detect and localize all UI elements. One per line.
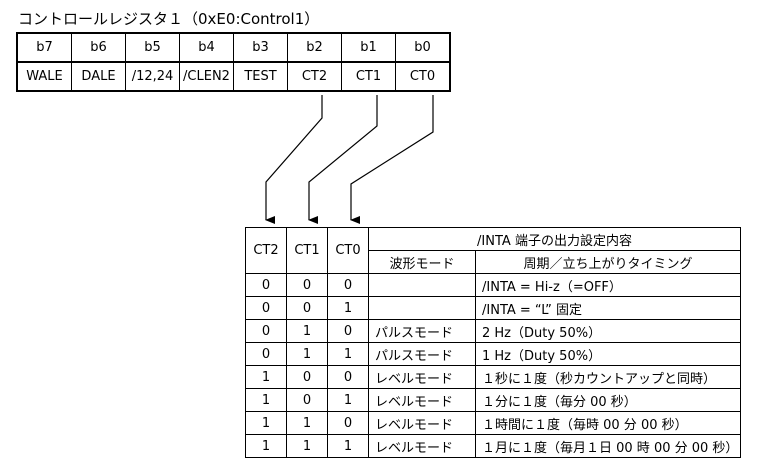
cell-ct2: 0 [245, 342, 287, 366]
cell-ct1: 1 [286, 319, 328, 343]
bit-b6: b6 [71, 32, 126, 63]
cell-ct2: 0 [245, 296, 287, 320]
table-row: 0 0 0 /INTA = Hi-z（=OFF） [245, 273, 741, 297]
cell-ct0: 0 [327, 365, 369, 389]
header-inta-output: /INTA 端子の出力設定内容 [368, 227, 741, 251]
table-row: 1 1 1 レベルモード １月に１度（毎月１日 00 時 00 分 00 秒） [245, 434, 741, 458]
bit-b1: b1 [341, 32, 396, 63]
header-period: 周期／立ち上がりタイミング [475, 250, 741, 274]
bit-name-dale: DALE [71, 61, 126, 92]
cell-mode: レベルモード [368, 411, 476, 435]
cell-desc: /INTA = “L” 固定 [475, 296, 741, 320]
cell-desc: １月に１度（毎月１日 00 時 00 分 00 秒） [475, 434, 741, 458]
cell-ct1: 0 [286, 296, 328, 320]
cell-ct2: 1 [245, 411, 287, 435]
register-bit-table: b7 b6 b5 b4 b3 b2 b1 b0 WALE DALE /12,24… [16, 32, 451, 92]
cell-ct2: 1 [245, 365, 287, 389]
cell-ct0: 1 [327, 434, 369, 458]
cell-desc: 2 Hz（Duty 50%） [475, 319, 741, 343]
bit-name-ct0: CT0 [395, 61, 451, 92]
cell-mode: パルスモード [368, 342, 476, 366]
cell-mode: レベルモード [368, 388, 476, 412]
cell-ct2: 0 [245, 319, 287, 343]
arrow-ct1 [308, 95, 378, 224]
cell-mode: レベルモード [368, 434, 476, 458]
cell-ct1: 1 [286, 411, 328, 435]
cell-ct0: 1 [327, 388, 369, 412]
bit-b4: b4 [179, 32, 234, 63]
table-row: 0 1 0 パルスモード 2 Hz（Duty 50%） [245, 319, 741, 343]
cell-desc: １時間に１度（毎時 00 分 00 秒） [475, 411, 741, 435]
cell-mode: パルスモード [368, 319, 476, 343]
cell-ct1: 1 [286, 434, 328, 458]
bit-name-row: WALE DALE /12,24 /CLEN2 TEST CT2 CT1 CT0 [16, 61, 451, 92]
cell-ct0: 0 [327, 319, 369, 343]
cell-mode: レベルモード [368, 365, 476, 389]
inta-output-table: CT2 CT1 CT0 /INTA 端子の出力設定内容 波形モード 周期／立ち上… [245, 227, 741, 458]
cell-desc: １分に１度（毎分 00 秒） [475, 388, 741, 412]
table-row: 1 0 1 レベルモード １分に１度（毎分 00 秒） [245, 388, 741, 412]
register-title: コントロールレジスタ１（0xE0:Control1） [18, 10, 320, 28]
cell-ct1: 0 [286, 365, 328, 389]
bit-name-clen2: /CLEN2 [179, 61, 234, 92]
cell-ct0: 1 [327, 296, 369, 320]
cell-mode [368, 273, 476, 297]
table-row: 0 0 1 /INTA = “L” 固定 [245, 296, 741, 320]
cell-ct1: 0 [286, 388, 328, 412]
bit-name-12-24: /12,24 [125, 61, 180, 92]
table-row: 1 1 0 レベルモード １時間に１度（毎時 00 分 00 秒） [245, 411, 741, 435]
cell-ct0: 0 [327, 411, 369, 435]
cell-ct1: 0 [286, 273, 328, 297]
header-waveform-mode: 波形モード [368, 250, 476, 274]
cell-ct1: 1 [286, 342, 328, 366]
header-ct0: CT0 [327, 227, 369, 274]
cell-desc: 1 Hz（Duty 50%） [475, 342, 741, 366]
header-ct2: CT2 [245, 227, 287, 274]
cell-desc: /INTA = Hi-z（=OFF） [475, 273, 741, 297]
table-header-row: CT2 CT1 CT0 /INTA 端子の出力設定内容 [245, 227, 741, 274]
bit-name-ct1: CT1 [341, 61, 396, 92]
table-row: 0 1 1 パルスモード 1 Hz（Duty 50%） [245, 342, 741, 366]
bit-b7: b7 [16, 32, 72, 63]
bit-name-wale: WALE [16, 61, 72, 92]
bit-number-row: b7 b6 b5 b4 b3 b2 b1 b0 [16, 32, 451, 63]
header-ct1: CT1 [286, 227, 328, 274]
cell-ct2: 1 [245, 434, 287, 458]
arrow-ct2 [265, 95, 323, 224]
cell-mode [368, 296, 476, 320]
cell-ct2: 0 [245, 273, 287, 297]
bit-b0: b0 [395, 32, 451, 63]
bit-b3: b3 [233, 32, 288, 63]
cell-desc: １秒に１度（秒カウントアップと同時） [475, 365, 741, 389]
cell-ct2: 1 [245, 388, 287, 412]
cell-ct0: 0 [327, 273, 369, 297]
bit-b5: b5 [125, 32, 180, 63]
table-row: 1 0 0 レベルモード １秒に１度（秒カウントアップと同時） [245, 365, 741, 389]
bit-name-test: TEST [233, 61, 288, 92]
bit-name-ct2: CT2 [287, 61, 342, 92]
cell-ct0: 1 [327, 342, 369, 366]
arrow-ct0 [350, 95, 434, 224]
